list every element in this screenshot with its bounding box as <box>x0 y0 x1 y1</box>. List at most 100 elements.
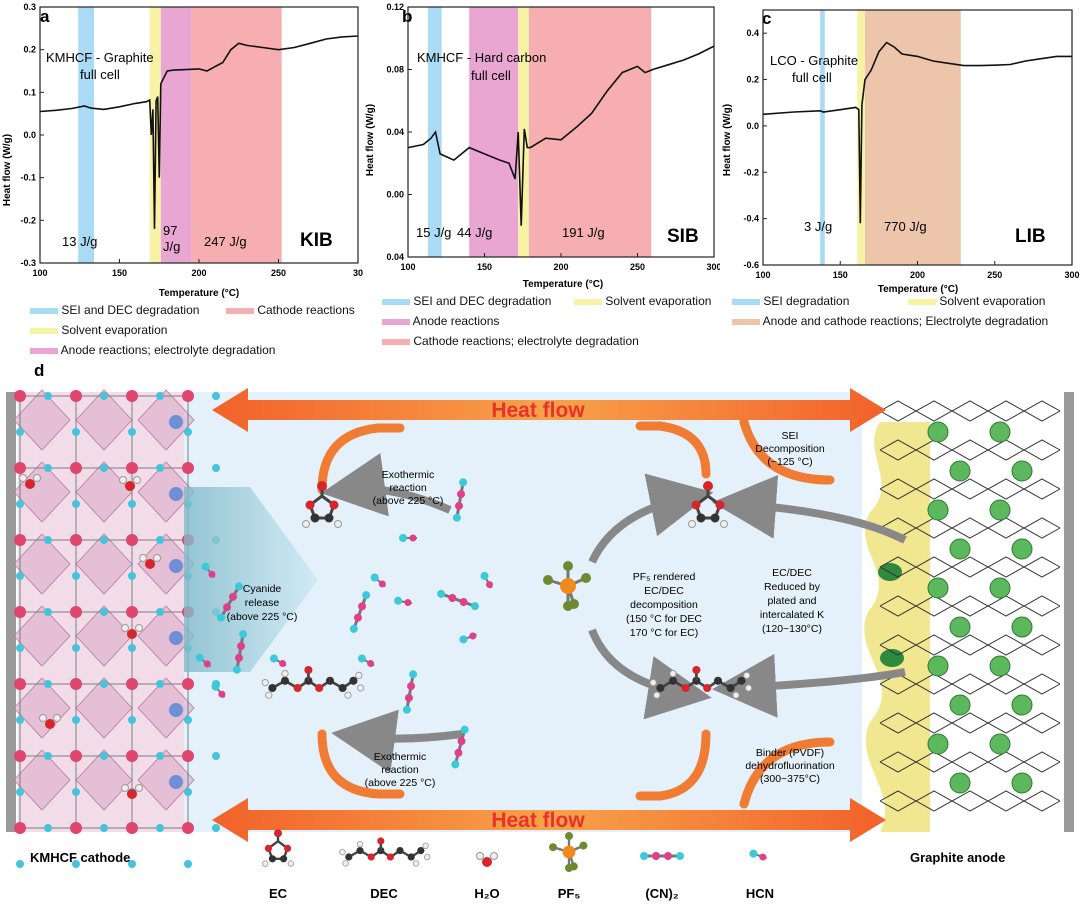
n-atom <box>480 571 489 580</box>
cell-title-line2: full cell <box>471 68 511 83</box>
y-tick-label: -0.3 <box>20 258 36 268</box>
binder-text: dehydrofluorination <box>745 760 834 772</box>
graphene-sheet <box>879 722 1061 734</box>
exo-bottom-text: (above 225 °C) <box>365 777 436 789</box>
p-atom <box>560 578 576 594</box>
h-atom <box>669 669 677 678</box>
x-tick-label: 30 <box>353 268 363 278</box>
c-atom <box>459 598 468 607</box>
h-atom <box>422 842 429 849</box>
c-atom <box>268 855 276 863</box>
c-atom <box>457 490 466 499</box>
nitrogen-atom <box>44 680 52 688</box>
h-atom <box>412 860 420 867</box>
nitrogen-atom <box>184 860 192 868</box>
cyanide-release-arrow <box>184 487 318 672</box>
h-atom <box>261 678 269 687</box>
h-atom <box>139 554 147 562</box>
h-atom <box>745 684 753 692</box>
y-tick-label: 0.04 <box>386 127 404 137</box>
metal-atom <box>70 822 82 834</box>
intercalated-k <box>989 499 1011 521</box>
mol-legend-label: DEC <box>370 886 398 901</box>
ecdec-text: plated and <box>767 595 816 607</box>
nitrogen-atom <box>100 680 108 688</box>
n-atom <box>357 654 366 663</box>
octahedron <box>13 749 71 811</box>
n-atom <box>201 562 210 571</box>
y-tick-label: 0.4 <box>746 28 759 38</box>
h-atom <box>356 840 364 848</box>
graphene-sheet <box>879 644 1061 656</box>
nitrogen-atom <box>212 464 220 472</box>
graphene-sheet <box>879 517 1061 529</box>
metal-atom <box>14 606 26 618</box>
metal-atom <box>14 678 26 690</box>
mol-legend-label: (CN)₂ <box>645 886 678 901</box>
atom <box>668 676 678 685</box>
c-atom <box>237 642 246 651</box>
sei-text: Decomposition <box>755 443 825 455</box>
metal-atom <box>126 534 138 546</box>
nitrogen-atom <box>128 644 136 652</box>
p-atom <box>562 845 576 859</box>
h2o-molecule <box>476 852 498 867</box>
nitrogen-atom <box>72 428 80 436</box>
h-atom <box>121 784 129 792</box>
c-atom <box>378 580 386 588</box>
cell-type-label: SIB <box>667 226 699 247</box>
octahedron <box>75 749 133 811</box>
f-atom <box>549 843 557 852</box>
cn2-molecule <box>437 589 479 611</box>
nitrogen-atom <box>16 788 24 796</box>
h-atom <box>302 520 310 528</box>
cn2-molecule <box>232 630 248 674</box>
c-atom <box>404 599 412 607</box>
energy-region <box>78 7 95 263</box>
metal-atom <box>70 678 82 690</box>
h-atom <box>133 476 141 484</box>
y-tick-label: 0.2 <box>746 75 759 85</box>
o-atom <box>274 829 282 838</box>
nitrogen-atom <box>44 608 52 616</box>
x-tick-label: 250 <box>987 270 1002 280</box>
h-atom <box>732 691 740 699</box>
graphene-sheet <box>879 478 1061 490</box>
potassium-atom <box>169 415 183 429</box>
x-tick-label: 100 <box>32 268 47 278</box>
cell-title-line1: KMHCF - Hard carbon <box>417 50 546 65</box>
hcn-molecule <box>201 562 216 579</box>
hcn-molecule <box>211 682 226 699</box>
potassium-atom <box>169 631 183 645</box>
h-atom <box>53 714 61 722</box>
current-collector-left <box>6 392 16 832</box>
h-atom <box>653 691 661 699</box>
cathode-label: KMHCF cathode <box>30 850 130 865</box>
n-atom <box>211 682 220 691</box>
octahedron <box>75 677 133 739</box>
n-atom <box>235 582 243 591</box>
h-atom <box>339 848 346 856</box>
intercalated-k <box>927 655 949 677</box>
o-atom <box>264 844 272 852</box>
nitrogen-atom <box>156 680 164 688</box>
o-atom <box>45 719 55 729</box>
nitrogen-atom <box>156 752 164 760</box>
graphene-sheet <box>879 751 1061 763</box>
energy-regions <box>427 7 652 257</box>
o-atom <box>305 500 315 510</box>
x-tick-label: 100 <box>400 262 415 272</box>
h-atom <box>261 860 269 867</box>
c-atom <box>358 602 367 611</box>
h-atom <box>342 860 349 867</box>
pf5-text: decomposition <box>630 599 698 611</box>
o-atom <box>127 789 137 799</box>
kmhcf-lattice <box>13 389 220 868</box>
o-atom <box>377 837 385 845</box>
x-tick-label: 200 <box>910 270 925 280</box>
x-axis-label: Temperature (°C) <box>878 284 959 295</box>
f-atom <box>563 561 573 571</box>
x-tick-label: 150 <box>833 270 848 280</box>
mol-legend-label: H₂O <box>474 886 499 901</box>
hcn-molecule <box>370 573 387 588</box>
